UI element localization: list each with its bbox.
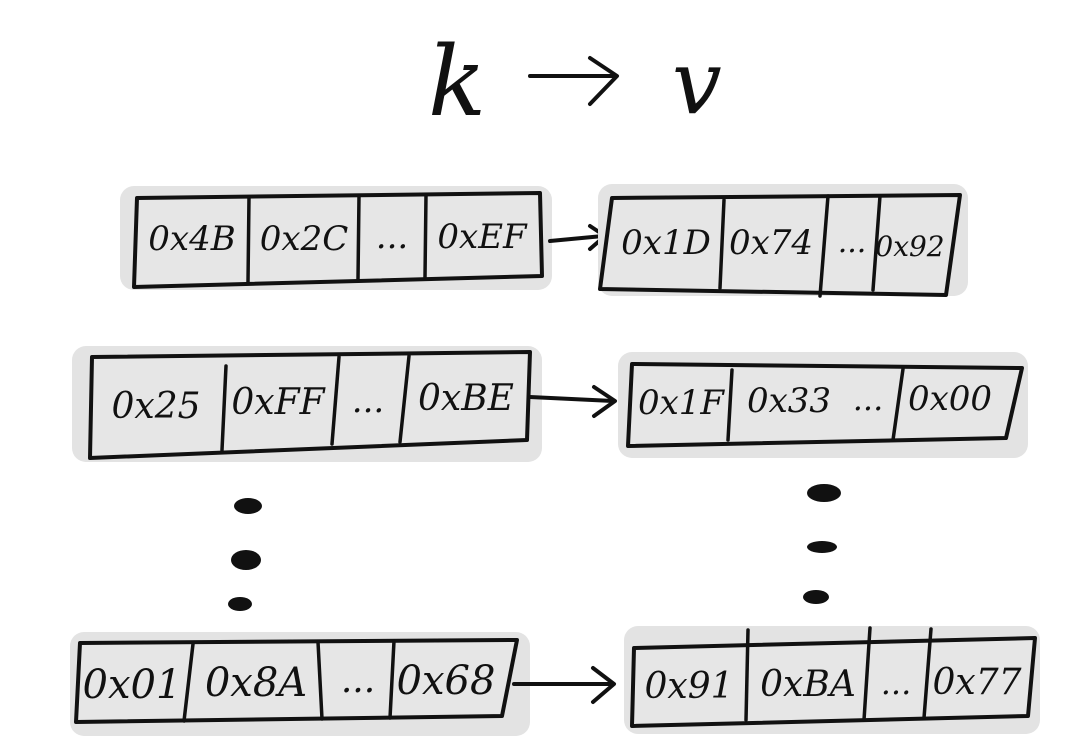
value-cell: ... [853, 380, 884, 418]
value-cell: ... [881, 664, 912, 702]
key-symbol: k [428, 26, 486, 138]
value-cell: 0x92 [875, 230, 944, 263]
key-cell: 0x68 [397, 658, 496, 704]
key-cell: 0xBE [418, 378, 514, 419]
key-cell: 0x01 [83, 662, 182, 708]
key-cell: 0x8A [205, 660, 307, 706]
key-array-3: 0x01 0x8A ... 0x68 [70, 632, 530, 736]
value-array-3: 0x91 0xBA ... 0x77 [624, 626, 1040, 734]
key-cell: 0x4B [148, 219, 235, 259]
mapping-row-3: 0x01 0x8A ... 0x68 0x91 0xBA ... 0x77 [70, 626, 1040, 736]
mapping-row-2: 0x25 0xFF ... 0xBE 0x1F 0x33 ... 0x00 [72, 346, 1028, 462]
value-cell: 0x91 [644, 666, 733, 707]
header-arrow-icon [528, 56, 619, 106]
key-array-2: 0x25 0xFF ... 0xBE [72, 346, 542, 462]
row-arrow-icon [528, 385, 617, 418]
key-array-1: 0x4B 0x2C ... 0xEF [120, 186, 552, 290]
value-cell: ... [838, 225, 867, 260]
value-cell: 0x1D [621, 223, 711, 263]
value-array-2: 0x1F 0x33 ... 0x00 [618, 352, 1028, 458]
key-cell: 0x2C [260, 219, 348, 259]
value-symbol: v [672, 31, 722, 134]
value-cell: 0x33 [747, 381, 831, 421]
value-cell: 0x00 [908, 379, 992, 419]
row-arrow-icon [548, 224, 607, 251]
key-cell: ... [376, 217, 408, 257]
header: k v [428, 26, 722, 138]
key-cell: 0xFF [231, 382, 326, 423]
value-cell: 0x74 [729, 223, 813, 263]
right-ellipsis-icon [803, 484, 841, 604]
value-cell: 0x77 [932, 662, 1021, 703]
value-array-1: 0x1D 0x74 ... 0x92 [598, 184, 968, 298]
key-cell: ... [352, 381, 384, 421]
mapping-row-1: 0x4B 0x2C ... 0xEF 0x1D 0x74 ... 0x92 [120, 184, 968, 298]
row-arrow-icon [512, 666, 616, 704]
left-ellipsis-icon [228, 498, 262, 611]
value-cell: 0x1F [638, 383, 725, 423]
key-cell: 0xEF [437, 217, 528, 257]
key-cell: 0x25 [111, 386, 200, 427]
key-cell: ... [341, 660, 375, 701]
value-cell: 0xBA [760, 664, 856, 705]
